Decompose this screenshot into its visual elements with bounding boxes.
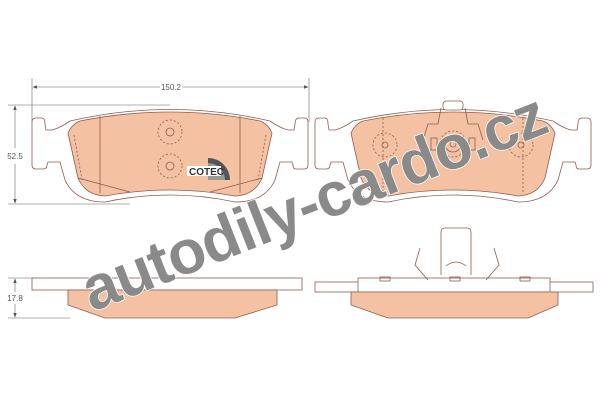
dimension-height (8, 104, 170, 205)
rivet-top (157, 119, 183, 145)
svg-text:COTEC: COTEC (189, 167, 224, 178)
width-label: 150.2 (161, 83, 182, 92)
height-label: 52.5 (7, 152, 23, 161)
cotec-logo: COTEC (187, 158, 230, 180)
rivet-bottom (157, 153, 183, 179)
right-pad-side (314, 227, 594, 319)
left-pad-side (31, 277, 303, 319)
right-pad-front (314, 100, 592, 203)
thickness-label: 17.8 (7, 294, 23, 303)
dimension-width (31, 78, 310, 122)
wear-clip (422, 100, 484, 151)
